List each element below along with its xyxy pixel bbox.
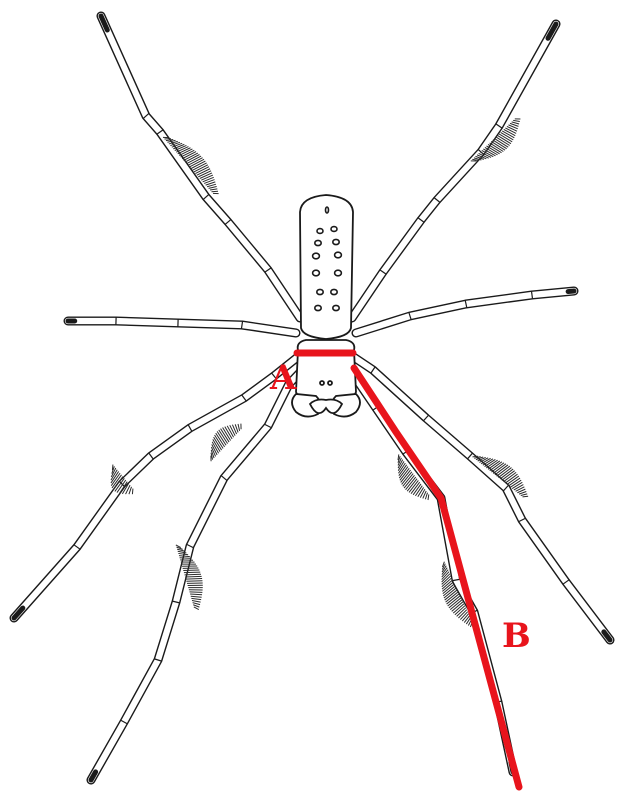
leg-left-3 (14, 356, 299, 618)
leg-right-3 (352, 356, 610, 640)
leg-right-2 (356, 291, 574, 333)
leg-left-2 (68, 317, 296, 333)
leg-left-1 (101, 16, 300, 318)
hair-tuft-left-4a (211, 424, 241, 462)
leg-right-1 (352, 24, 556, 318)
abdomen (300, 195, 353, 339)
label-a: A (269, 358, 297, 398)
label-b: B (502, 616, 531, 656)
